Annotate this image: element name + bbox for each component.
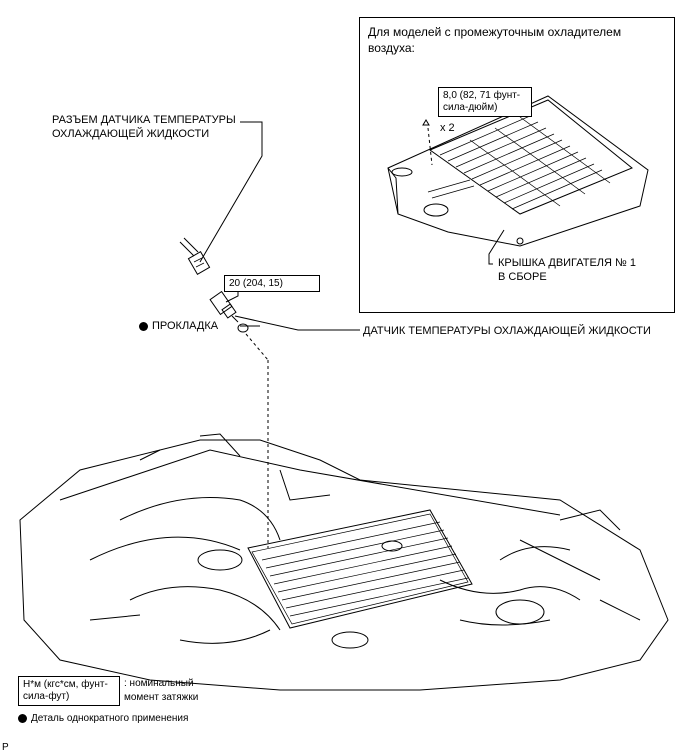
corner-mark: P [2, 742, 9, 753]
legend-single-use: Деталь однократного применения [18, 712, 188, 726]
gasket-ring [237, 323, 249, 333]
gasket-label: ПРОКЛАДКА [139, 319, 218, 333]
legend-desc-line2: момент затяжки [124, 692, 199, 703]
cover-torque-line1: 8,0 (82, 71 фунт- [443, 90, 521, 101]
connector-label-line1: РАЗЪЕМ ДАТЧИКА ТЕМПЕРАТУРЫ [52, 114, 236, 126]
legend-torque-box: Н*м (кгс*см, фунт- сила-фут) [18, 676, 120, 706]
legend-units-line2: сила-фут) [23, 691, 70, 702]
single-use-legend-dot-icon [18, 713, 27, 723]
connector-label: РАЗЪЕМ ДАТЧИКА ТЕМПЕРАТУРЫ ОХЛАЖДАЮЩЕЙ Ж… [52, 113, 236, 141]
engine-cover-label-line2: В СБОРЕ [498, 271, 547, 283]
connector-label-line2: ОХЛАЖДАЮЩЕЙ ЖИДКОСТИ [52, 128, 210, 140]
legend-units-line1: Н*м (кгс*см, фунт- [23, 679, 108, 690]
bolt-quantity: x 2 [440, 122, 455, 134]
sensor-torque-box: 20 (204, 15) [224, 275, 320, 292]
sensor-label: ДАТЧИК ТЕМПЕРАТУРЫ ОХЛАЖДАЮЩЕЙ ЖИДКОСТИ [363, 325, 651, 337]
single-use-dot-icon [139, 321, 148, 331]
connector-illustration [179, 237, 211, 275]
sensor-illustration [209, 290, 239, 323]
cover-torque-line2: сила-дюйм) [443, 102, 498, 113]
engine-bay-illustration [19, 433, 669, 691]
inset-title-line1: Для моделей с промежуточным охладителем [368, 25, 622, 39]
engine-cover-label: КРЫШКА ДВИГАТЕЛЯ № 1 В СБОРЕ [498, 256, 636, 284]
gasket-label-text: ПРОКЛАДКА [152, 320, 219, 332]
inset-title-line2: воздуха: [368, 41, 415, 55]
engine-cover-label-line1: КРЫШКА ДВИГАТЕЛЯ № 1 [498, 257, 637, 269]
cover-torque-box: 8,0 (82, 71 фунт- сила-дюйм) [438, 87, 532, 117]
legend-desc-line1: : номинальный [124, 678, 194, 689]
inset-title: Для моделей с промежуточным охладителем … [368, 24, 621, 56]
legend-single-use-text: Деталь однократного применения [31, 713, 189, 724]
legend-torque-desc: : номинальный момент затяжки [124, 677, 198, 705]
intercooler-models-inset [359, 17, 675, 313]
